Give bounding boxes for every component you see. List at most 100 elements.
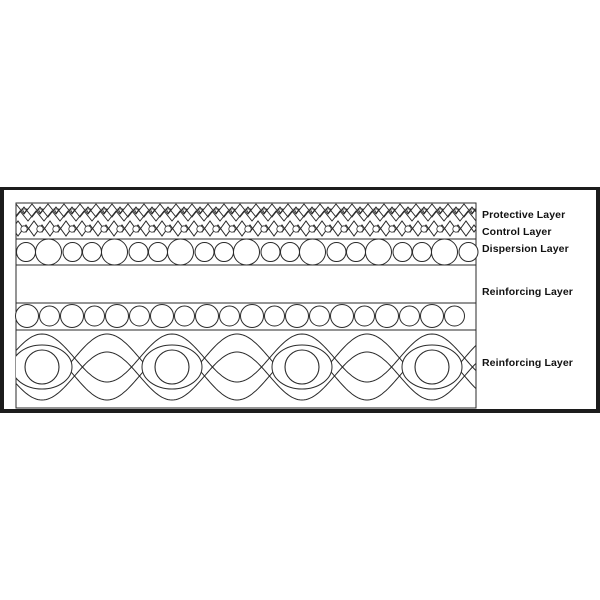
- control-particle: [196, 225, 204, 233]
- label-reinforcing-layer-upper: Reinforcing Layer: [482, 286, 573, 298]
- reinforcing-layer-lower-braid: [16, 333, 476, 401]
- control-particle: [84, 225, 92, 233]
- protective-chevron: [293, 208, 300, 214]
- control-particle: [388, 225, 396, 233]
- dispersion-bead: [148, 242, 168, 262]
- protective-chevron: [133, 208, 140, 214]
- dispersion-bead: [62, 242, 83, 262]
- protective-chevron: [325, 208, 332, 214]
- protective-chevron: [197, 208, 204, 214]
- protective-chevron: [53, 208, 60, 214]
- dispersion-bead: [431, 238, 458, 266]
- protective-chevron: [245, 208, 252, 214]
- protective-chevron: [341, 208, 348, 214]
- protective-zigzag-b: [16, 206, 476, 218]
- reinforcing-bead: [219, 305, 240, 327]
- dispersion-bead: [214, 242, 234, 262]
- protective-layer-pattern: [16, 203, 476, 222]
- braid-strand-a2: [16, 351, 476, 401]
- protective-zigzag-c: [16, 210, 476, 222]
- control-particle: [260, 225, 268, 233]
- protective-zigzag-a: [16, 203, 476, 215]
- protective-chevron: [101, 208, 108, 214]
- label-protective-layer: Protective Layer: [482, 209, 566, 221]
- control-particle: [20, 225, 28, 233]
- dispersion-bead: [233, 238, 260, 266]
- control-particle: [164, 225, 172, 233]
- reinforcing-bead: [84, 305, 105, 327]
- protective-chevron: [357, 208, 364, 214]
- label-dispersion-layer: Dispersion Layer: [482, 243, 569, 255]
- reinforcing-bead: [15, 304, 39, 328]
- protective-chevron: [389, 208, 396, 214]
- control-particle: [324, 225, 332, 233]
- control-particle: [68, 225, 76, 233]
- control-particle: [212, 225, 220, 233]
- reinforcing-bead: [105, 304, 129, 328]
- dispersion-bead: [392, 242, 413, 262]
- control-layer-pattern: [16, 220, 476, 237]
- reinforcing-bead: [444, 305, 465, 327]
- protective-chevron: [213, 208, 220, 214]
- protective-chevron: [373, 208, 380, 214]
- dispersion-bead: [260, 242, 281, 262]
- control-particle: [52, 225, 60, 233]
- dispersion-bead: [346, 242, 366, 262]
- layer-cross-section: [15, 202, 479, 409]
- reinforcing-layer-upper-beads: [15, 302, 476, 331]
- protective-chevron: [149, 208, 156, 214]
- control-particle: [292, 225, 300, 233]
- control-particle: [420, 225, 428, 233]
- protective-chevron: [21, 208, 28, 214]
- protective-chevron: [469, 208, 476, 214]
- reinforcing-bead: [39, 305, 60, 327]
- dispersion-bead: [16, 242, 36, 262]
- reinforcing-bead: [129, 305, 150, 327]
- control-particle: [244, 225, 252, 233]
- control-particle: [36, 225, 44, 233]
- protective-chevron: [437, 208, 444, 214]
- protective-chevron: [85, 208, 92, 214]
- protective-chevron: [69, 208, 76, 214]
- reinforcing-bead: [354, 305, 375, 327]
- reinforcing-bead: [285, 304, 309, 328]
- diagram-panel: Protective Layer Control Layer Dispersio…: [4, 190, 596, 409]
- control-particle: [276, 225, 284, 233]
- protective-chevron: [277, 208, 284, 214]
- control-particle: [436, 225, 444, 233]
- protective-chevron: [229, 208, 236, 214]
- braid-cord: [24, 349, 60, 385]
- control-particle: [340, 225, 348, 233]
- dispersion-bead: [365, 238, 392, 266]
- dispersion-bead: [167, 238, 194, 266]
- protective-chevron: [309, 208, 316, 214]
- dispersion-bead: [326, 242, 347, 262]
- dispersion-bead: [128, 242, 149, 262]
- dispersion-bead: [458, 242, 479, 262]
- control-particle: [308, 225, 316, 233]
- braid-cord: [414, 349, 450, 385]
- cross-section-border: [15, 202, 477, 409]
- braid-cord: [284, 349, 320, 385]
- reinforcing-bead: [264, 305, 285, 327]
- dispersion-bead: [412, 242, 432, 262]
- control-particle: [404, 225, 412, 233]
- control-particle: [356, 225, 364, 233]
- protective-chevron: [421, 208, 428, 214]
- protective-chevron: [117, 208, 124, 214]
- protective-chevron: [37, 208, 44, 214]
- dispersion-bead: [280, 242, 300, 262]
- protective-chevron: [261, 208, 268, 214]
- reinforcing-bead: [375, 304, 399, 328]
- control-zigzag-b: [16, 224, 476, 237]
- protective-chevron: [165, 208, 172, 214]
- reinforcing-bead: [399, 305, 420, 327]
- reinforcing-bead: [330, 304, 354, 328]
- control-particle: [372, 225, 380, 233]
- protective-chevron: [181, 208, 188, 214]
- label-control-layer: Control Layer: [482, 226, 552, 238]
- braid-cord: [154, 349, 190, 385]
- braid-strand-b1: [16, 333, 476, 383]
- reinforcing-bead: [150, 304, 174, 328]
- reinforcing-bead: [195, 304, 219, 328]
